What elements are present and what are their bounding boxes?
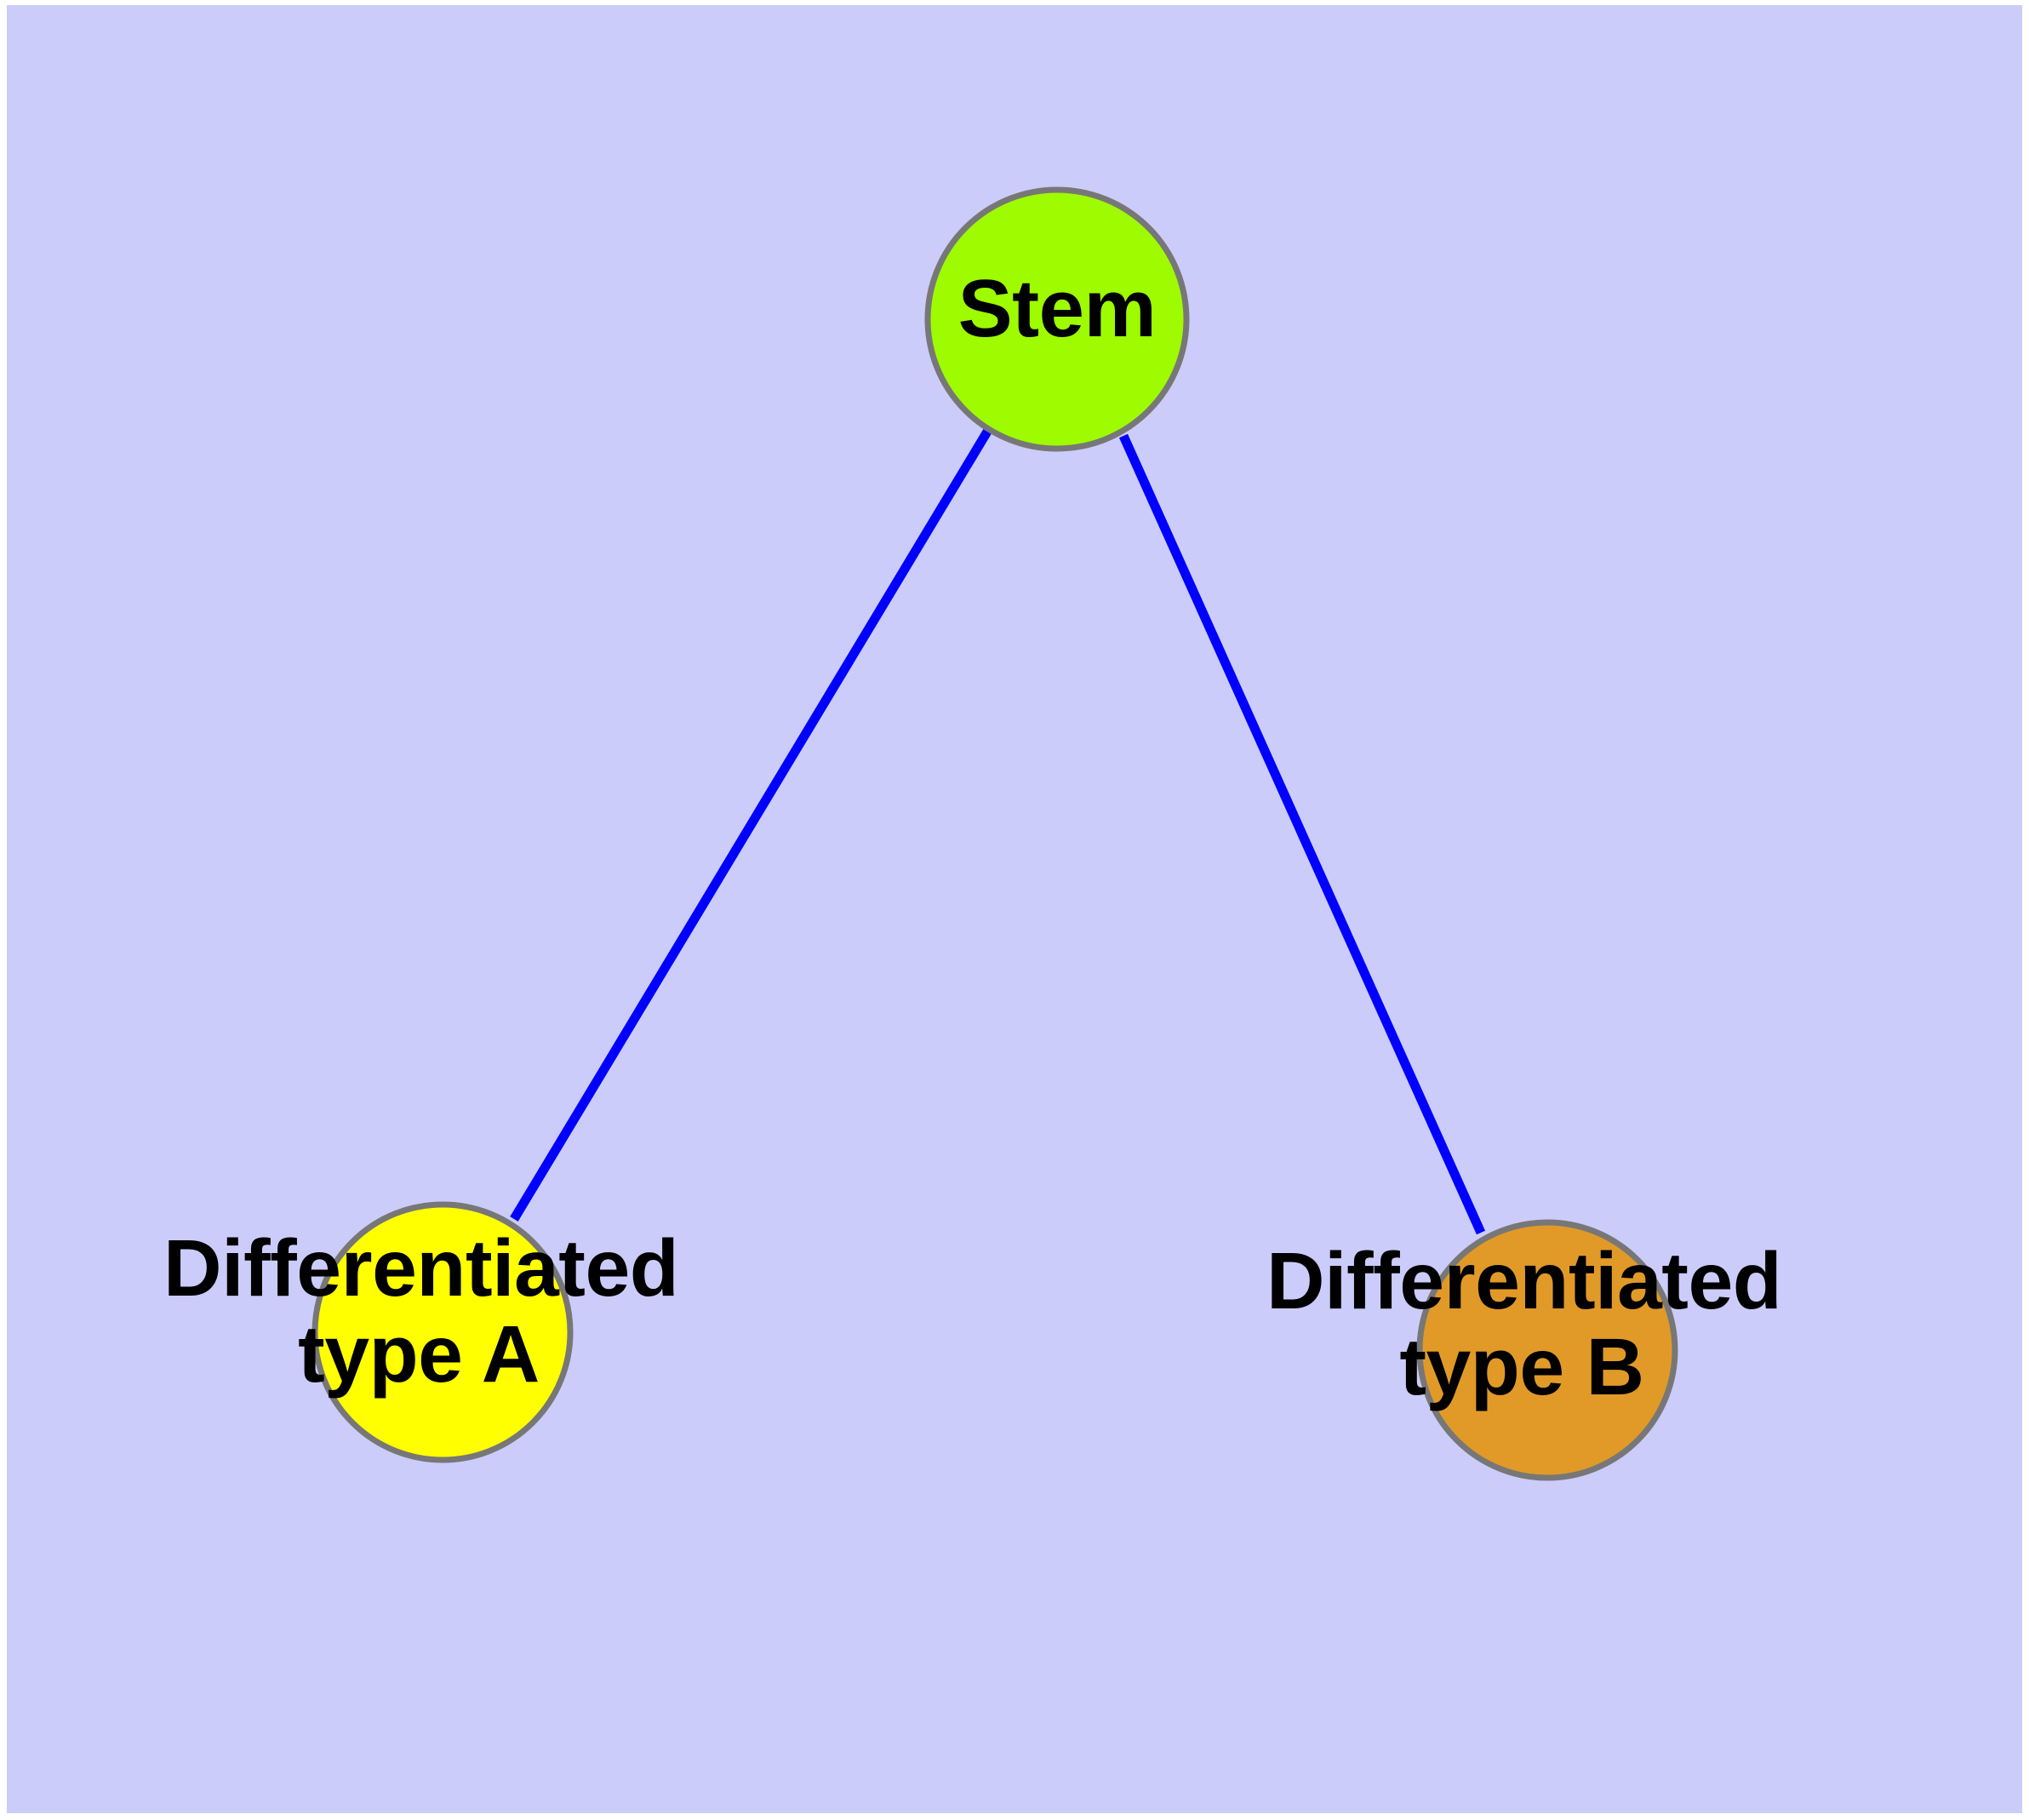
- edge-stem-to-differentiated-b: [1118, 433, 1486, 1235]
- node-stem[interactable]: [924, 186, 1190, 452]
- edge-stem-to-differentiated-a: [510, 429, 992, 1222]
- node-differentiated-type-a[interactable]: [311, 1201, 574, 1463]
- node-differentiated-type-b[interactable]: [1416, 1219, 1678, 1481]
